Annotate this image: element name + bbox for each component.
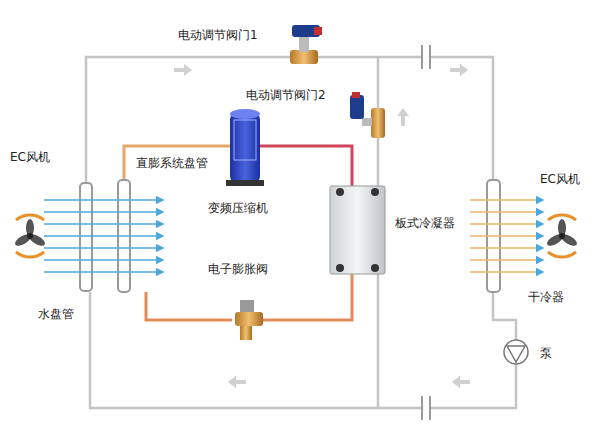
fan-rotation: [548, 252, 576, 257]
air-arrow: [44, 235, 160, 237]
air-arrow: [44, 259, 160, 261]
fan-blade: [559, 232, 579, 248]
fan-label: EC风机: [8, 150, 52, 165]
fan-blade: [13, 232, 33, 248]
fan-hub: [27, 233, 33, 239]
valve-label: 电动调节阀门2: [244, 88, 328, 103]
air-arrow: [44, 247, 160, 249]
expansion-valve: [235, 300, 263, 340]
air-arrow: [470, 223, 540, 225]
pump-label: 泵: [538, 346, 554, 361]
coil-label: 直膨系统盘管: [134, 156, 210, 171]
air-arrow: [44, 211, 160, 213]
valve-2: [350, 92, 385, 138]
pump-symbol: [504, 340, 528, 364]
air-arrow: [44, 271, 160, 273]
fan-rotation: [16, 215, 44, 220]
fans: [13, 215, 578, 257]
water-pipes: [86, 45, 516, 420]
fan-rotation: [548, 215, 576, 220]
fan-blade: [27, 232, 47, 248]
air-arrow: [470, 235, 540, 237]
fan-hub: [559, 233, 565, 239]
valve-1: [290, 25, 322, 64]
cooler-label: 干冷器: [526, 290, 566, 305]
air-arrow: [44, 199, 160, 201]
plate-heat-exchanger: [330, 186, 385, 274]
air-arrow: [470, 271, 540, 273]
fan-label: EC风机: [538, 172, 582, 187]
fan-blade: [545, 232, 565, 248]
compressor: [226, 109, 264, 186]
compressor-label: 变频压缩机: [206, 201, 270, 216]
air-arrow: [470, 199, 540, 201]
coil-label: 水盘管: [36, 307, 76, 322]
flow-arrows: [174, 64, 470, 388]
air-arrow: [470, 247, 540, 249]
fan-rotation: [16, 252, 44, 257]
valve-label: 电动调节阀门1: [176, 28, 260, 43]
valve-label: 电子膨胀阀: [206, 262, 270, 277]
condenser-label: 板式冷凝器: [393, 216, 457, 231]
air-arrow: [44, 223, 160, 225]
air-arrow: [470, 259, 540, 261]
airflow: [44, 200, 540, 272]
air-arrow: [470, 211, 540, 213]
